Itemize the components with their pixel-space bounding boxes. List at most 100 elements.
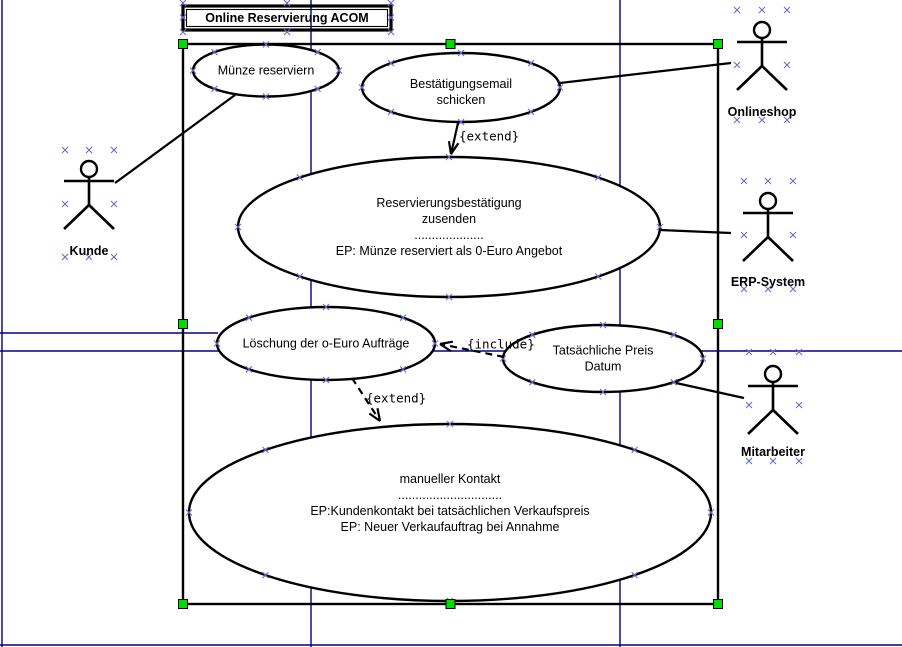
connection-point-icon [789, 231, 797, 239]
connection-point-icon [61, 146, 69, 154]
connection-point-icon [769, 348, 777, 356]
connection-point-icon [445, 293, 453, 301]
use-case-reservierungsbestaetigung-zusenden[interactable]: Reservierungsbestätigungzusenden........… [234, 153, 664, 301]
connection-point-icon [758, 6, 766, 14]
selection-handle[interactable] [713, 39, 723, 49]
actor-label: Kunde [70, 244, 109, 258]
connection-point-icon [262, 571, 269, 579]
actor-kunde[interactable]: Kunde [61, 146, 118, 261]
connection-point-icon [740, 177, 748, 185]
connection-point-icon [631, 446, 638, 454]
connection-point-icon [210, 48, 218, 56]
use-case-label-line: Löschung der o-Euro Aufträge [243, 337, 410, 351]
connection-point-icon [783, 61, 791, 69]
connection-extend-loeschung-kontakt[interactable]: {extend} [351, 377, 426, 422]
connection-point-icon [457, 49, 465, 57]
connection-include-tatsaechliche-loeschung[interactable]: {include} [439, 337, 535, 359]
actor-head [758, 191, 778, 211]
connection-kunde-muenze[interactable] [114, 94, 236, 184]
connection-point-icon [335, 67, 343, 74]
connection-point-icon [314, 48, 322, 56]
selection-handle[interactable] [445, 599, 456, 609]
connection-point-icon [556, 84, 564, 91]
actor-mitarbeiter[interactable]: Mitarbeiter [741, 348, 805, 465]
connection-point-icon [245, 365, 253, 373]
association-line[interactable] [559, 61, 732, 85]
connection-point-icon [528, 378, 536, 386]
connection-point-icon [399, 365, 407, 373]
connection-point-icon [399, 314, 407, 322]
actor-left-leg [747, 409, 774, 435]
actor-head [79, 159, 99, 179]
connection-point-icon [783, 116, 791, 124]
actor-erp-system[interactable]: ERP-System [731, 177, 805, 293]
arrowhead-icon [447, 140, 460, 155]
use-case-label-line: Datum [585, 360, 622, 374]
connection-point-icon [387, 14, 395, 21]
connection-point-icon [764, 177, 772, 185]
use-case-label-line: EP:Kundenkontakt bei tatsächlichen Verka… [310, 504, 589, 518]
connection-point-icon [262, 41, 270, 48]
connection-tatsaechliche-mitarbeiter[interactable] [675, 381, 745, 400]
connection-point-icon [431, 340, 439, 347]
connection-point-icon [745, 348, 753, 356]
diagram-title-box[interactable]: Online Reservierung ACOM [179, 0, 395, 36]
connection-point-icon [740, 231, 748, 239]
actor-head [752, 20, 772, 40]
connection-point-icon [733, 116, 741, 124]
actor-right-leg [772, 409, 799, 435]
connection-point-icon [322, 376, 330, 384]
association-line[interactable] [675, 381, 745, 400]
selection-handles[interactable] [178, 39, 723, 609]
connection-point-icon [733, 61, 741, 69]
connection-point-icon [745, 457, 753, 465]
connection-bestaetigung-onlineshop[interactable] [559, 61, 732, 85]
use-case-label-line: schicken [437, 93, 486, 107]
association-line[interactable] [114, 94, 236, 184]
actor-label: ERP-System [731, 275, 805, 289]
selection-handle[interactable] [445, 39, 456, 49]
connection-reservierung-erp[interactable] [659, 228, 732, 235]
use-case-label-line: EP: Münze reserviert als 0-Euro Angebot [336, 244, 563, 258]
use-case-label-line: Münze reserviern [218, 64, 315, 78]
connection-point-icon [245, 314, 253, 322]
dashed-relation-line[interactable] [351, 377, 381, 422]
connection-point-icon [322, 303, 330, 311]
dashed-relation-line[interactable] [439, 342, 505, 359]
connection-point-icon [387, 0, 395, 7]
selection-handle[interactable] [713, 599, 723, 609]
selection-handle[interactable] [178, 319, 188, 329]
connection-point-icon [110, 200, 118, 208]
use-case-muenze-reservieren[interactable]: Münze reserviern [189, 41, 343, 100]
use-case-label-line: .............................. [398, 488, 502, 502]
connection-point-icon [445, 153, 453, 161]
connection-point-icon [189, 67, 197, 74]
connection-point-icon [296, 273, 304, 280]
selection-handle[interactable] [178, 39, 188, 49]
connection-point-icon [179, 14, 187, 21]
connection-point-icon [446, 420, 454, 428]
actor-onlineshop[interactable]: Onlineshop [728, 6, 797, 124]
connection-point-icon [262, 446, 269, 454]
connection-point-icon [594, 174, 602, 181]
association-line[interactable] [659, 228, 732, 235]
connection-point-icon [185, 509, 193, 516]
selection-handle[interactable] [713, 319, 723, 329]
arrowhead-icon [439, 340, 453, 353]
use-case-ellipse[interactable] [236, 155, 662, 299]
actor-label: Onlineshop [728, 105, 797, 119]
connection-point-icon [745, 401, 753, 409]
selection-handle[interactable] [178, 599, 188, 609]
use-case-manueller-kontakt[interactable]: manueller Kontakt.......................… [185, 420, 715, 605]
association-line[interactable] [449, 122, 460, 155]
use-case-loeschung-o-euro-auftraege[interactable]: Löschung der o-Euro Aufträge [213, 303, 439, 384]
connection-point-icon [213, 340, 221, 347]
connection-point-icon [795, 348, 803, 356]
connection-point-icon [110, 146, 118, 154]
connection-extend-bestaetigung-reservierung[interactable]: {extend} [447, 122, 519, 155]
